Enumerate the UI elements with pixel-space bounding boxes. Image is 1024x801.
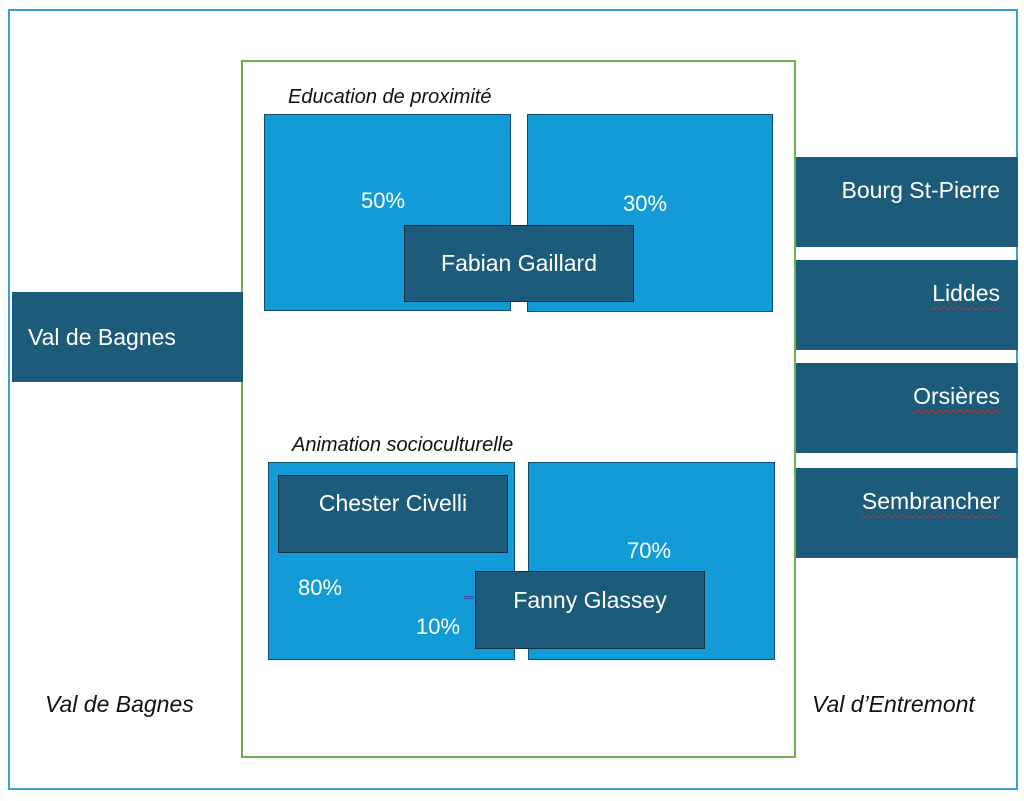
commune-orsieres: Orsières bbox=[796, 363, 1018, 453]
person-fanny-glassey-name: Fanny Glassey bbox=[513, 586, 667, 613]
person-chester-civelli: Chester Civelli bbox=[278, 475, 508, 553]
fanny-glassey-right-percentage: 70% bbox=[627, 538, 672, 563]
person-fabian-gaillard-name: Fabian Gaillard bbox=[441, 250, 597, 276]
person-chester-civelli-name: Chester Civelli bbox=[318, 490, 468, 516]
commune-sembrancher-label: Sembrancher bbox=[861, 488, 1000, 514]
commune-orsieres-label: Orsières bbox=[913, 383, 1000, 409]
val-de-bagnes-label: Val de Bagnes bbox=[45, 691, 194, 717]
val-de-bagnes-box-label: Val de Bagnes bbox=[28, 323, 176, 350]
center-frame bbox=[241, 60, 796, 758]
education-left-percentage: 50% bbox=[361, 188, 406, 213]
chester-civelli-percentage: 80% bbox=[298, 575, 343, 600]
person-fanny-glassey: Fanny Glassey bbox=[475, 571, 705, 649]
connector-mark bbox=[464, 596, 474, 599]
commune-liddes: Liddes bbox=[796, 260, 1018, 350]
val-de-bagnes-box: Val de Bagnes bbox=[12, 292, 243, 382]
val-d-entremont-label: Val d’Entremont bbox=[812, 691, 975, 717]
education-right-percentage: 30% bbox=[623, 191, 668, 216]
education-section-title: Education de proximité bbox=[288, 86, 492, 108]
animation-section-title: Animation socioculturelle bbox=[292, 434, 514, 456]
commune-bourg-st-pierre: Bourg St-Pierre bbox=[796, 157, 1018, 247]
person-fabian-gaillard: Fabian Gaillard bbox=[404, 225, 634, 302]
commune-liddes-label: Liddes bbox=[932, 280, 1000, 306]
commune-sembrancher: Sembrancher bbox=[796, 468, 1018, 558]
fanny-glassey-left-percentage: 10% bbox=[416, 614, 461, 639]
commune-bourg-st-pierre-label: Bourg St-Pierre bbox=[841, 177, 1000, 203]
